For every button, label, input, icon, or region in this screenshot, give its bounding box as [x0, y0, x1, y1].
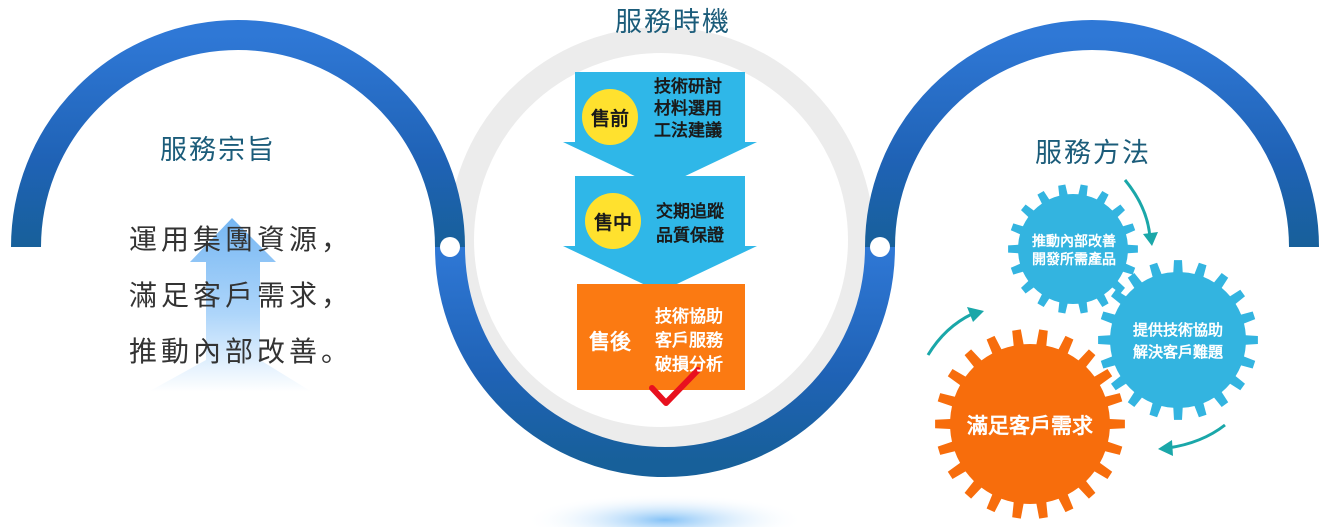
post-sale-item-3: 破損分析 — [655, 355, 723, 375]
curve-arrow-bottom — [1167, 423, 1226, 450]
timing-title: 服務時機 — [615, 7, 731, 38]
post-sale-badge: 售後 — [589, 330, 631, 354]
gear-medium-line-1: 提供技術協助 — [1132, 321, 1223, 339]
post-sale-box — [577, 284, 745, 390]
curve-arrow-left — [926, 312, 973, 356]
post-sale-item-2: 客戶服務 — [655, 331, 723, 351]
gear-large-icon — [935, 329, 1125, 519]
mid-sale-item-1: 交期追蹤 — [656, 202, 724, 222]
gear-medium-text: 提供技術協助 解決客戶難題 — [1118, 319, 1238, 363]
pre-sale-item-3: 工法建議 — [654, 121, 722, 141]
timing-arc — [435, 246, 895, 477]
method-arc — [865, 20, 1319, 248]
mission-line-3: 推動內部改善。 — [129, 335, 354, 368]
curve-arrow-top — [1123, 179, 1152, 239]
mid-sale-badge: 售中 — [585, 193, 641, 249]
post-sale-item-1: 技術協助 — [655, 307, 723, 327]
gear-small-line-1: 推動內部改善 — [1032, 234, 1116, 250]
joint-dot-right — [870, 237, 890, 257]
purpose-title: 服務宗旨 — [160, 135, 276, 166]
joint-dot-left — [440, 237, 460, 257]
gear-small-text: 推動內部改善 開發所需產品 — [1018, 233, 1130, 269]
check-icon — [649, 367, 701, 406]
purpose-arc — [11, 20, 465, 248]
gear-large-text: 滿足客戶需求 — [967, 414, 1093, 438]
mission-line-2: 滿足客戶需求， — [129, 279, 354, 312]
gear-small-icon — [1008, 184, 1138, 314]
method-title: 服務方法 — [1035, 138, 1151, 169]
gear-medium-line-2: 解決客戶難題 — [1132, 343, 1223, 361]
pre-sale-item-1: 技術研討 — [654, 77, 722, 97]
curve-arrow-top-head — [1143, 232, 1158, 246]
gear-medium-icon — [1098, 260, 1258, 420]
gear-small-line-2: 開發所需產品 — [1032, 252, 1116, 268]
bottom-glow — [525, 494, 805, 527]
mission-line-1: 運用集團資源， — [129, 223, 354, 256]
pre-sale-badge: 售前 — [582, 89, 638, 145]
pre-sale-item-2: 材料選用 — [654, 99, 722, 119]
up-arrow-icon — [148, 218, 312, 392]
mid-sale-item-2: 品質保證 — [656, 226, 724, 246]
curve-arrow-bottom-head — [1158, 440, 1173, 456]
curve-arrow-left-head — [967, 307, 984, 322]
